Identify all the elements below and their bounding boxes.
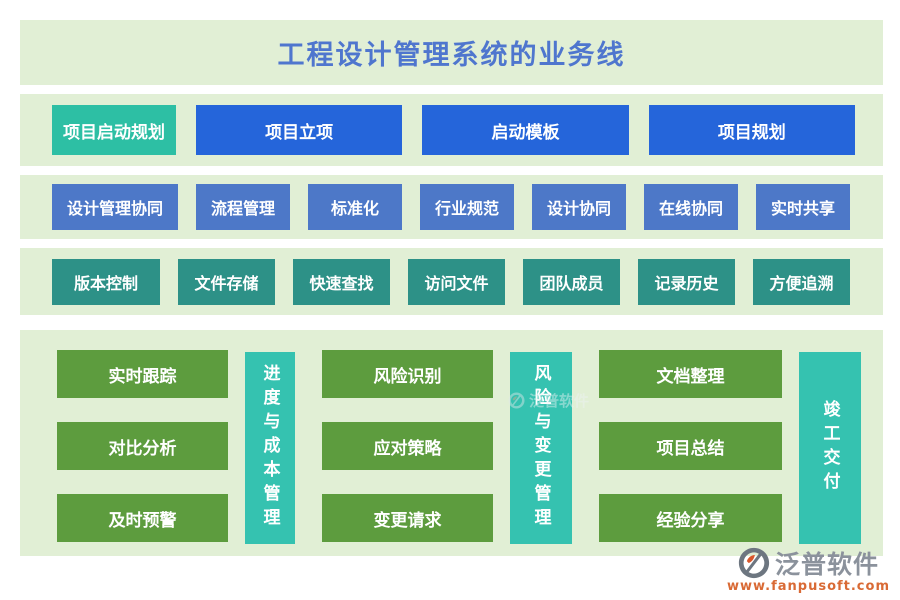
row-project-initiation: 项目启动规划 项目立项 启动模板 项目规划	[20, 94, 883, 166]
node-project-plan[interactable]: 项目规划	[648, 105, 855, 155]
title-banner: 工程设计管理系统的业务线	[20, 20, 883, 85]
label-completion-delivery[interactable]: 竣工交付	[799, 352, 861, 544]
node-design-mgmt-collaboration[interactable]: 设计管理协同	[52, 184, 178, 230]
node-industry-standards[interactable]: 行业规范	[420, 184, 514, 230]
node-project-summary[interactable]: 项目总结	[599, 422, 782, 470]
node-startup-template[interactable]: 启动模板	[422, 105, 629, 155]
node-design-collaboration[interactable]: 设计协同	[532, 184, 626, 230]
node-project-start-planning[interactable]: 项目启动规划	[52, 105, 176, 155]
brand-logo: 泛普软件 www.fanpusoft.com	[727, 545, 890, 594]
fanpu-logo-icon	[738, 547, 770, 579]
brand-logo-row: 泛普软件	[738, 545, 879, 581]
group-progress-cost-items: 实时跟踪 对比分析 及时预警	[57, 350, 228, 556]
node-realtime-tracking[interactable]: 实时跟踪	[57, 350, 228, 398]
node-risk-identification[interactable]: 风险识别	[322, 350, 493, 398]
label-progress-cost-management[interactable]: 进度与成本管理	[245, 352, 295, 544]
node-standardization[interactable]: 标准化	[308, 184, 402, 230]
node-history-record[interactable]: 记录历史	[638, 258, 735, 305]
page-title: 工程设计管理系统的业务线	[277, 40, 626, 71]
row-design-collaboration: 设计管理协同 流程管理 标准化 行业规范 设计协同 在线协同 实时共享	[20, 175, 883, 239]
management-groups-section: 实时跟踪 对比分析 及时预警 进度与成本管理 风险识别 应对策略 变更请求 风险…	[20, 330, 883, 556]
node-version-control[interactable]: 版本控制	[52, 258, 160, 305]
group-completion-delivery-items: 文档整理 项目总结 经验分享	[599, 350, 782, 556]
node-realtime-sharing[interactable]: 实时共享	[756, 184, 850, 230]
node-change-request[interactable]: 变更请求	[322, 494, 493, 542]
node-process-management[interactable]: 流程管理	[196, 184, 290, 230]
node-comparative-analysis[interactable]: 对比分析	[57, 422, 228, 470]
node-easy-traceback[interactable]: 方便追溯	[753, 258, 850, 305]
node-response-strategy[interactable]: 应对策略	[322, 422, 493, 470]
group-risk-change: 风险识别 应对策略 变更请求 风险与变更管理	[322, 350, 572, 556]
brand-url[interactable]: www.fanpusoft.com	[726, 579, 890, 594]
node-team-members[interactable]: 团队成员	[523, 258, 620, 305]
label-risk-change-management[interactable]: 风险与变更管理	[510, 352, 572, 544]
brand-name: 泛普软件	[774, 550, 879, 579]
row-version-control: 版本控制 文件存储 快速查找 访问文件 团队成员 记录历史 方便追溯	[20, 248, 883, 315]
node-project-approval[interactable]: 项目立项	[196, 105, 403, 155]
node-file-access[interactable]: 访问文件	[408, 258, 505, 305]
node-experience-sharing[interactable]: 经验分享	[599, 494, 782, 542]
node-quick-search[interactable]: 快速查找	[293, 258, 390, 305]
node-file-storage[interactable]: 文件存储	[178, 258, 275, 305]
group-progress-cost: 实时跟踪 对比分析 及时预警 进度与成本管理	[57, 350, 295, 556]
group-risk-change-items: 风险识别 应对策略 变更请求	[322, 350, 493, 556]
node-online-collaboration[interactable]: 在线协同	[644, 184, 738, 230]
node-timely-warning[interactable]: 及时预警	[57, 494, 228, 542]
node-document-organizing[interactable]: 文档整理	[599, 350, 782, 398]
group-completion-delivery: 文档整理 项目总结 经验分享 竣工交付	[599, 350, 861, 556]
